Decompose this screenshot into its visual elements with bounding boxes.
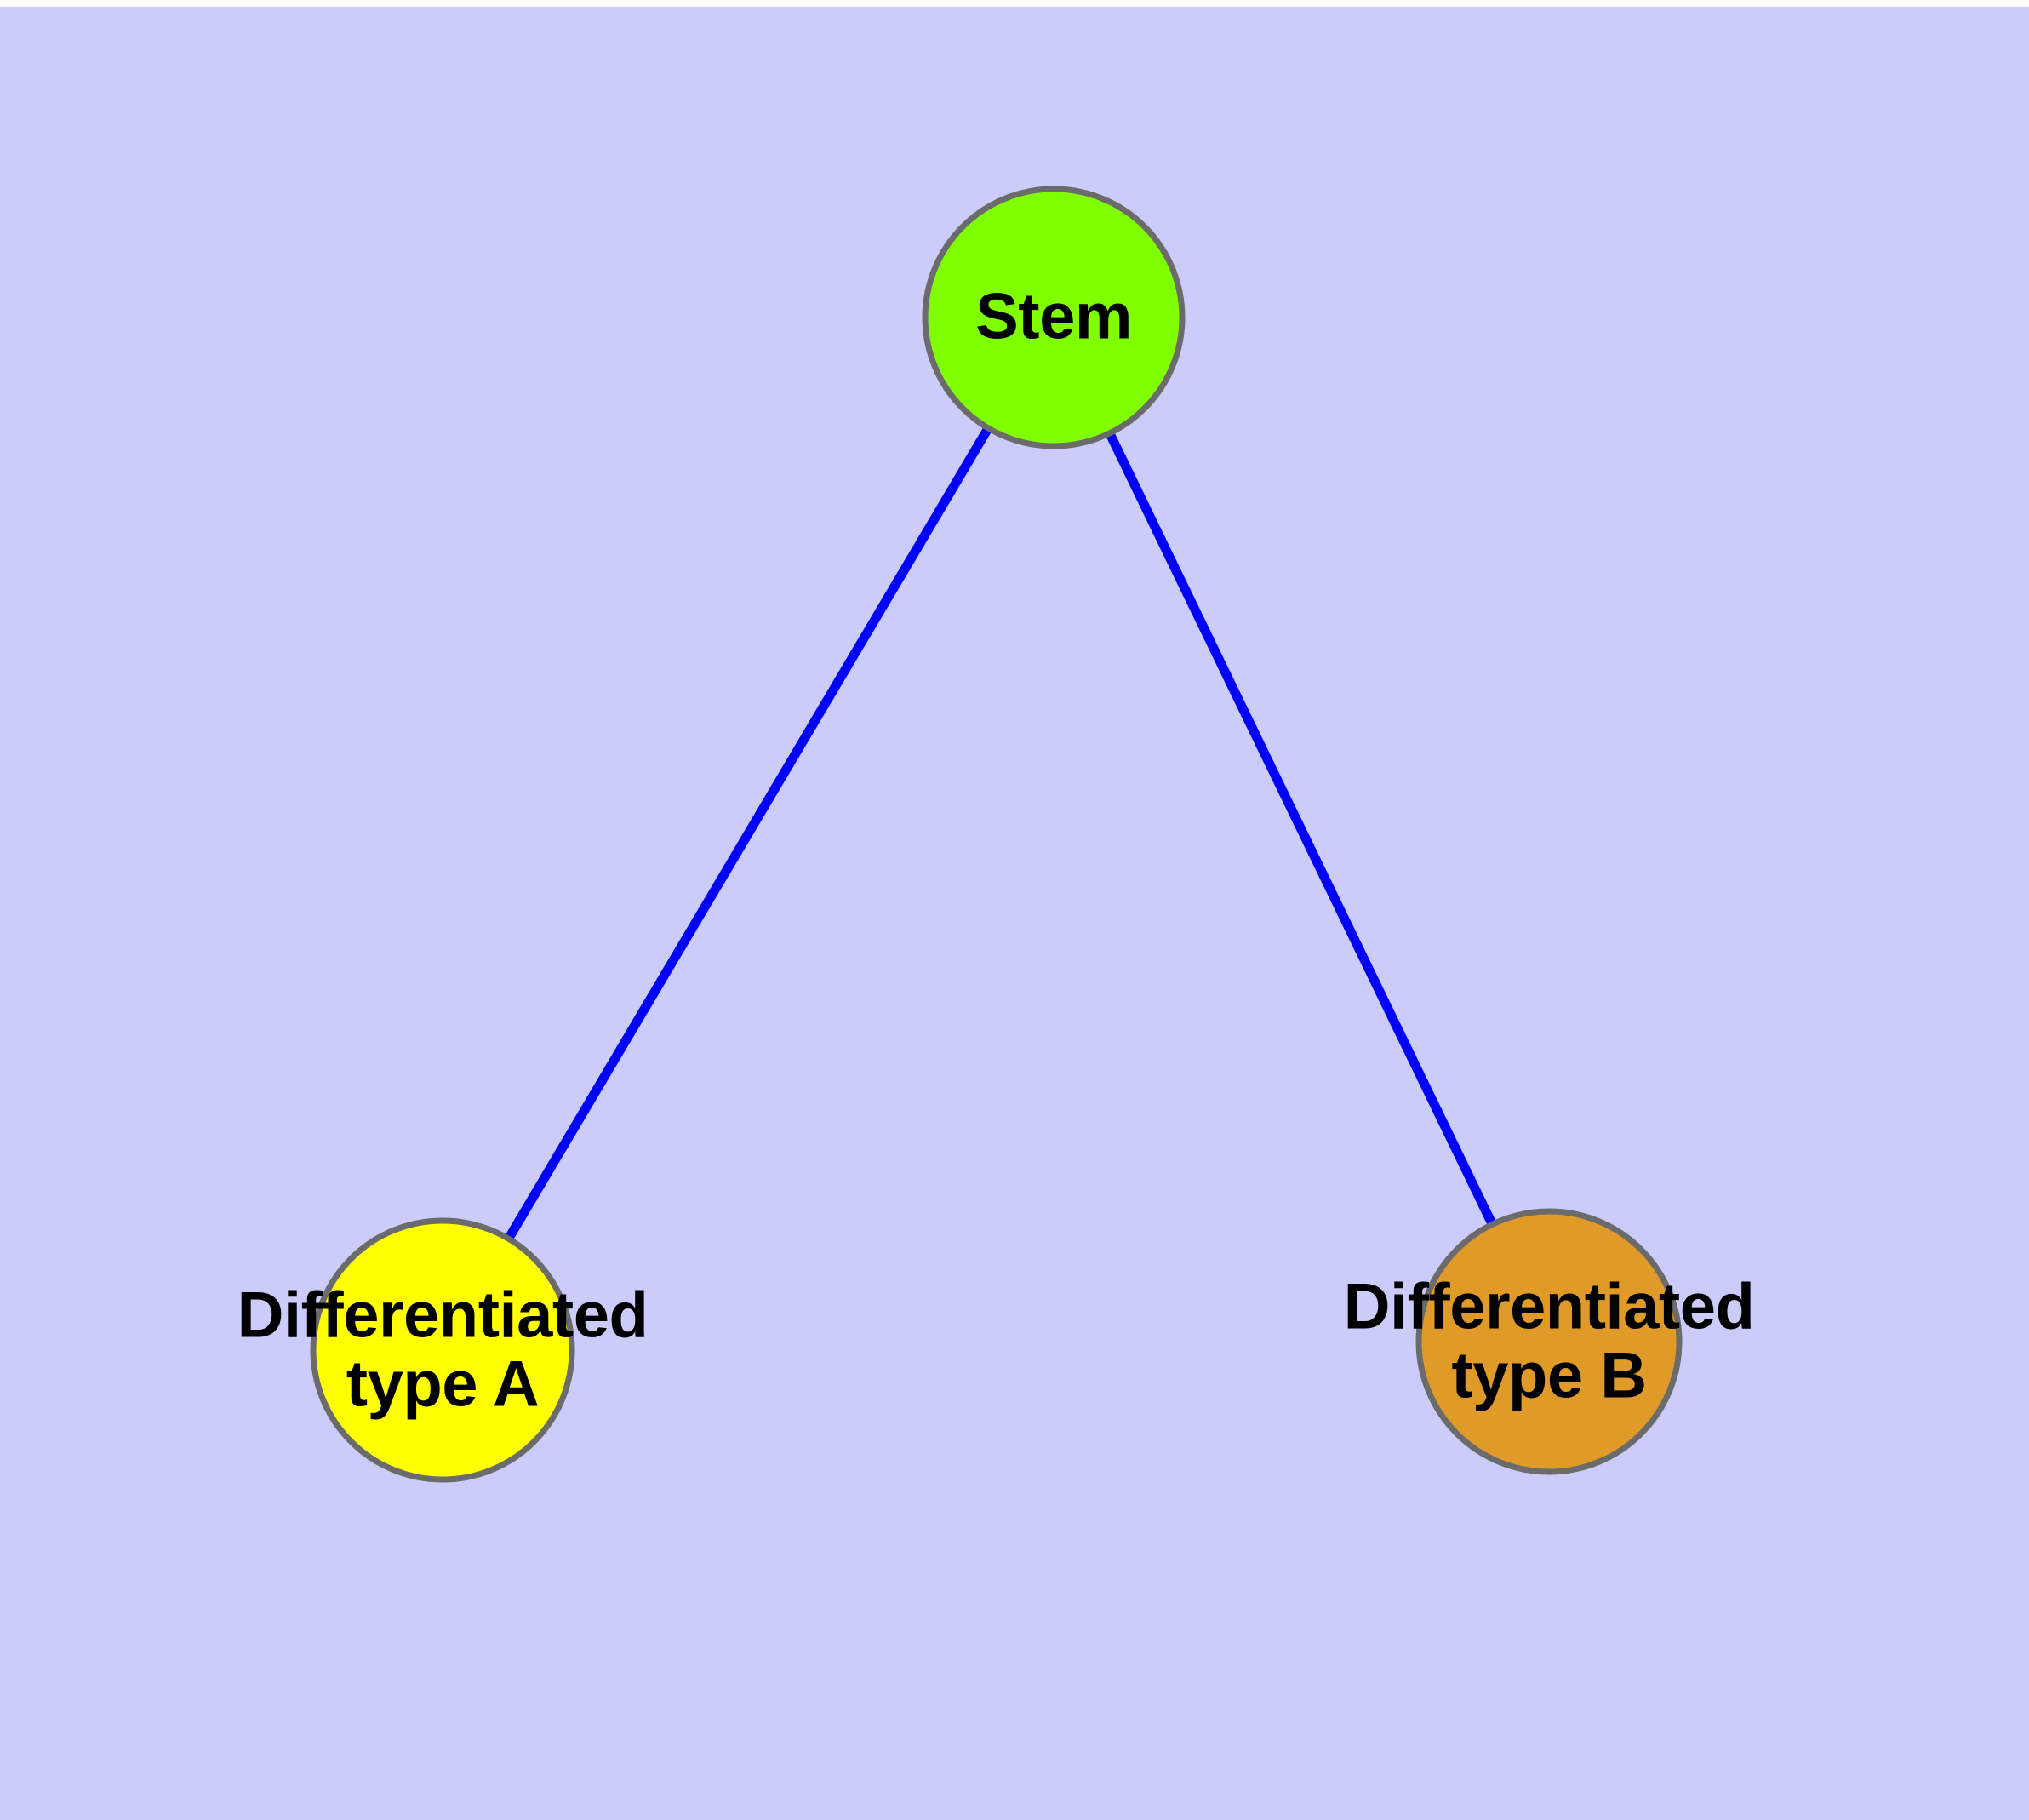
node-stem[interactable]	[922, 186, 1186, 449]
node-differentiated-type-a[interactable]	[310, 1217, 575, 1483]
node-differentiated-type-b[interactable]	[1415, 1208, 1683, 1475]
edge-stem-to-differentiated-type-b	[1104, 429, 1498, 1228]
node-label-stem: Stem	[975, 280, 1132, 353]
node-layer	[310, 186, 1683, 1483]
edge-stem-to-differentiated-type-a	[503, 424, 993, 1243]
node-label-differentiated-type-b: Differentiated type B	[1343, 1270, 1755, 1411]
node-label-differentiated-type-a: Differentiated type A	[237, 1279, 649, 1420]
edge-layer	[503, 424, 1498, 1243]
